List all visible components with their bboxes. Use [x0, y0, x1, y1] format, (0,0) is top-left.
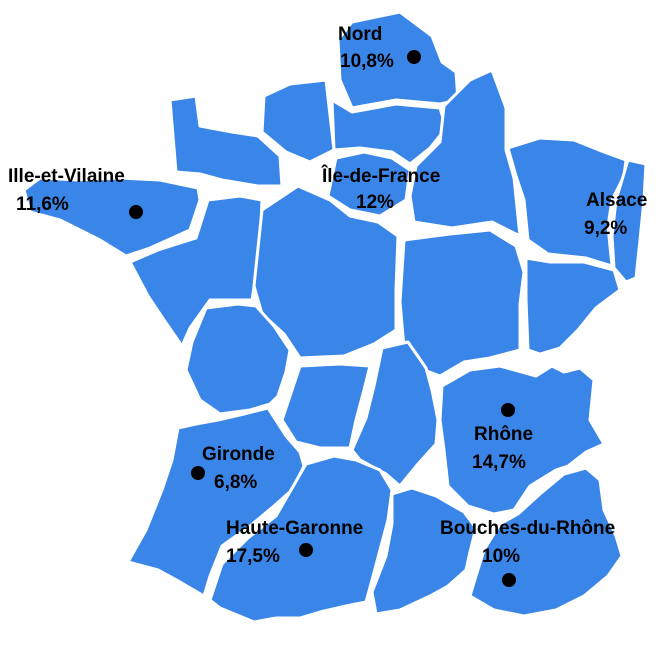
label-ille-et-vilaine-name: Ille-et-Vilaine — [8, 166, 125, 187]
marker-gironde[interactable] — [191, 466, 205, 480]
marker-bouches-du-rh-ne[interactable] — [502, 573, 516, 587]
label-ile-de-france-value: 12% — [356, 192, 394, 213]
region-poitou[interactable] — [184, 302, 292, 416]
label-ille-et-vilaine-value: 11,6% — [16, 194, 69, 215]
label-alsace-name: Alsace — [586, 190, 647, 211]
region-rhone-alpes[interactable] — [438, 364, 606, 516]
region-midi-pyrenees[interactable] — [208, 454, 394, 624]
label-gironde-name: Gironde — [202, 444, 275, 465]
label-bouches-du-rhone-name: Bouches-du-Rhône — [440, 518, 615, 539]
label-bouches-du-rhone-value: 10% — [482, 546, 520, 567]
region-haute-normandie[interactable] — [260, 78, 336, 164]
region-basse-normandie[interactable] — [168, 94, 284, 188]
region-limousin[interactable] — [280, 362, 372, 450]
label-nord-value: 10,8% — [340, 51, 394, 72]
region-ile-de-france[interactable] — [326, 150, 412, 218]
label-gironde-value: 6,8% — [214, 472, 257, 493]
label-rhone-value: 14,7% — [472, 452, 526, 473]
label-ile-de-france-name: Île-de-France — [321, 165, 440, 187]
region-bretagne[interactable] — [22, 176, 202, 258]
region-auvergne[interactable] — [350, 340, 440, 488]
region-alsace[interactable] — [610, 158, 648, 284]
markers-layer — [129, 50, 516, 587]
label-nord-name: Nord — [338, 24, 382, 45]
region-pays-de-la-loire[interactable] — [128, 194, 264, 348]
region-franche-comte[interactable] — [524, 256, 622, 356]
region-picardie[interactable] — [330, 98, 448, 166]
marker-haute-garonne[interactable] — [299, 543, 313, 557]
region-lorraine[interactable] — [506, 136, 628, 268]
region-champagne[interactable] — [408, 68, 522, 238]
marker-nord[interactable] — [407, 50, 421, 64]
marker-rh-ne[interactable] — [501, 403, 515, 417]
label-haute-garonne-value: 17,5% — [226, 546, 280, 567]
label-haute-garonne-name: Haute-Garonne — [226, 518, 363, 539]
region-bourgogne[interactable] — [398, 228, 526, 378]
labels-layer: Nord 10,8% Ille-et-Vilaine 11,6% Île-de-… — [8, 24, 647, 567]
marker-ille-et-vilaine[interactable] — [129, 205, 143, 219]
region-aquitaine[interactable] — [126, 406, 306, 598]
region-nord[interactable] — [336, 10, 460, 110]
region-languedoc[interactable] — [370, 486, 478, 616]
label-rhone-name: Rhône — [474, 424, 533, 445]
label-alsace-value: 9,2% — [584, 218, 627, 239]
